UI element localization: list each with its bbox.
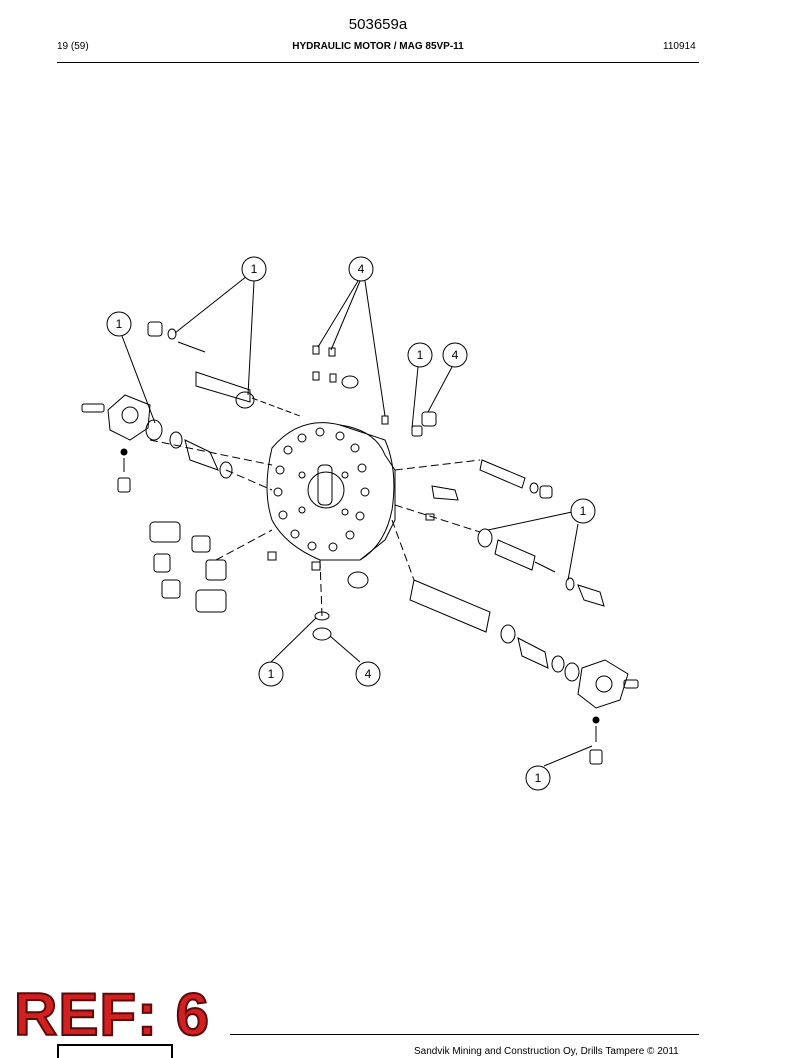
svg-text:4: 4: [365, 667, 372, 681]
assembly-lines: [149, 439, 481, 617]
callout-1-top: 1: [241, 256, 267, 282]
upper-spool: [147, 321, 301, 417]
footer-rule: [230, 1034, 699, 1035]
spring-parts: [149, 521, 227, 613]
svg-text:1: 1: [116, 317, 123, 331]
callout-1-right: 1: [570, 498, 596, 524]
page-title: HYDRAULIC MOTOR / MAG 85VP-11: [292, 41, 464, 52]
motor-housing: [266, 422, 396, 561]
company-logo: [57, 1044, 173, 1058]
svg-text:1: 1: [535, 771, 542, 785]
callout-1-mid: 1: [407, 342, 433, 368]
left-cover-assembly: [81, 394, 233, 493]
svg-text:4: 4: [358, 262, 365, 276]
callout-4-lower: 4: [355, 661, 381, 687]
callout-4-mid: 4: [442, 342, 468, 368]
right-spool-assembly: [409, 459, 639, 765]
ref-stamp: REF: 6: [13, 981, 211, 1048]
callout-1-bottom: 1: [525, 765, 551, 791]
svg-text:4: 4: [452, 348, 459, 362]
page-number: 19 (59): [57, 41, 89, 52]
svg-text:1: 1: [580, 504, 587, 518]
svg-text:1: 1: [251, 262, 258, 276]
callout-1-left: 1: [106, 311, 132, 337]
callout-1-lower: 1: [258, 661, 284, 687]
svg-text:1: 1: [268, 667, 275, 681]
footer-copyright: Sandvik Mining and Construction Oy, Dril…: [414, 1046, 679, 1057]
header-rule: [57, 62, 699, 63]
svg-text:1: 1: [417, 348, 424, 362]
date-code: 110914: [663, 41, 696, 52]
callout-4-top: 4: [348, 256, 374, 282]
document-id: 503659a: [348, 16, 408, 33]
